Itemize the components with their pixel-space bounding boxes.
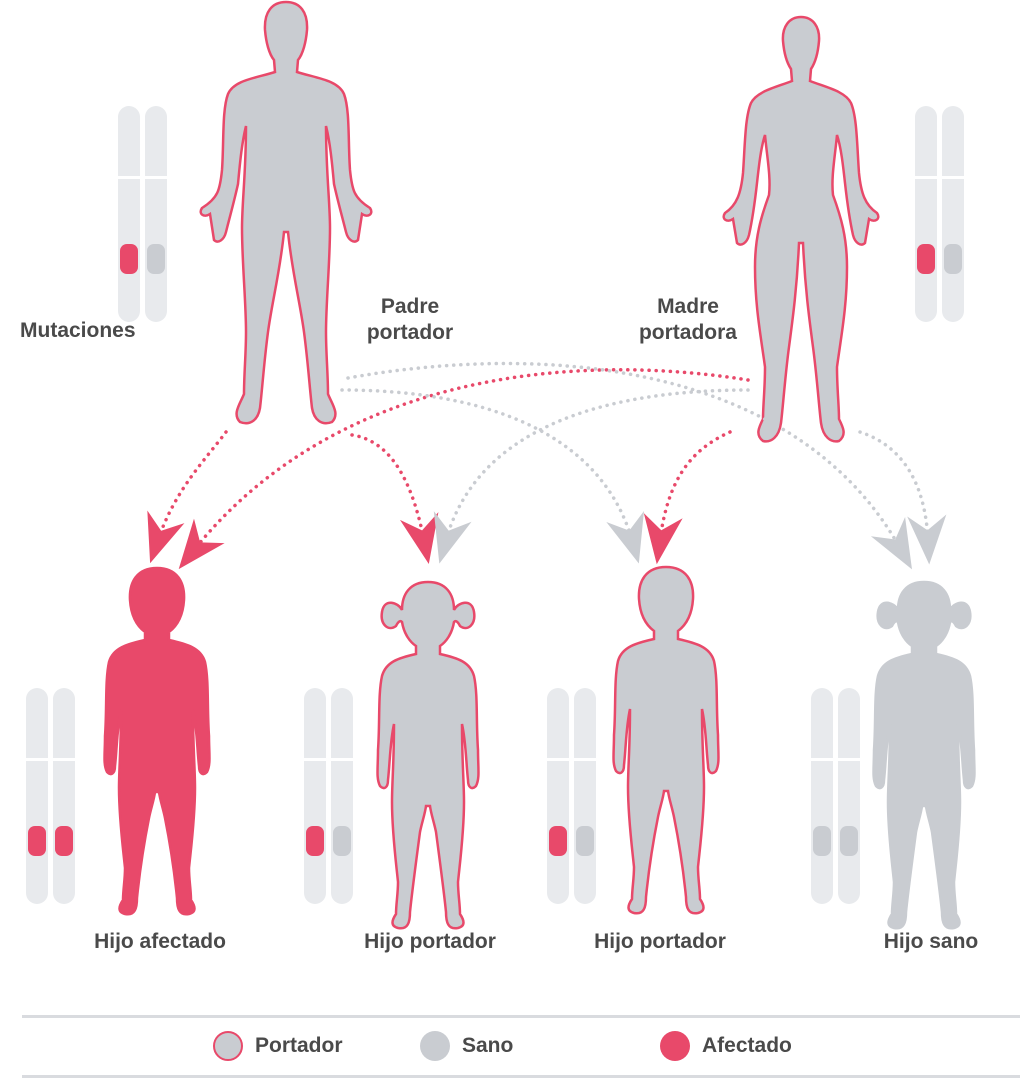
chromosome-strand <box>26 688 48 904</box>
inheritance-arrows <box>147 361 947 570</box>
healthy-allele <box>333 826 351 856</box>
centromere <box>838 758 860 761</box>
child-label-affected: Hijo afectado <box>94 930 226 953</box>
centromere <box>53 758 75 761</box>
chromosome-strand <box>574 688 596 904</box>
child-3-chromosomes <box>547 688 596 904</box>
father-chromosomes <box>118 106 167 322</box>
centromere <box>547 758 569 761</box>
legend-top-divider <box>22 1015 1020 1018</box>
mother-chromosomes <box>915 106 964 322</box>
father-figure <box>199 0 373 425</box>
chromosome-strand <box>942 106 964 322</box>
mutated-allele <box>28 826 46 856</box>
father-label: Padre portador <box>366 295 454 344</box>
mutated-allele <box>306 826 324 856</box>
affected-swatch-icon <box>660 1031 690 1061</box>
child-label-carrier-2: Hijo portador <box>594 930 726 953</box>
healthy-allele <box>944 244 962 274</box>
chromosome-strand <box>838 688 860 904</box>
arrow-mother-to-carrier-girl <box>433 388 750 564</box>
legend-affected-label: Afectado <box>702 1034 792 1057</box>
legend-healthy-label: Sano <box>462 1034 514 1057</box>
chromosome-strand <box>304 688 326 904</box>
mother-figure <box>722 15 880 443</box>
legend-healthy: Sano <box>420 1031 513 1061</box>
centromere <box>26 758 48 761</box>
centromere <box>574 758 596 761</box>
arrow-father-to-affected <box>147 430 228 564</box>
child-label-carrier-1: Hijo portador <box>364 930 496 953</box>
mutated-allele <box>549 826 567 856</box>
arrow-mother-to-affected <box>178 368 750 570</box>
legend-carrier-label: Portador <box>255 1034 343 1057</box>
centromere <box>331 758 353 761</box>
child-carrier-girl-figure <box>376 580 480 930</box>
arrow-mother-to-carrier-boy <box>643 430 732 565</box>
chromosome-strand <box>331 688 353 904</box>
healthy-swatch-icon <box>420 1031 450 1061</box>
chromosome-strand <box>915 106 937 322</box>
centromere <box>811 758 833 761</box>
centromere <box>304 758 326 761</box>
chromosome-pairs <box>26 106 964 904</box>
chromosome-strand <box>118 106 140 322</box>
arrow-mother-to-healthy <box>858 430 947 565</box>
healthy-allele <box>147 244 165 274</box>
arrow-father-to-healthy <box>346 361 913 570</box>
chromosome-strand <box>145 106 167 322</box>
healthy-allele <box>576 826 594 856</box>
child-affected-figure <box>103 566 211 916</box>
child-label-healthy: Hijo sano <box>883 930 979 953</box>
healthy-allele <box>840 826 858 856</box>
healthy-allele <box>813 826 831 856</box>
legend-bottom-divider <box>22 1075 1020 1078</box>
centromere <box>915 176 937 179</box>
chromosome-strand <box>811 688 833 904</box>
child-carrier-boy-figure <box>612 565 720 915</box>
mutations-label: Mutaciones <box>20 319 136 342</box>
child-2-chromosomes <box>304 688 353 904</box>
carrier-swatch-icon <box>213 1031 243 1061</box>
arrow-father-to-carrier-girl <box>350 433 439 565</box>
mutated-allele <box>120 244 138 274</box>
centromere <box>118 176 140 179</box>
chromosome-strand <box>53 688 75 904</box>
centromere <box>942 176 964 179</box>
centromere <box>145 176 167 179</box>
mutated-allele <box>55 826 73 856</box>
child-healthy-girl-figure <box>872 580 976 930</box>
legend-carrier: Portador <box>213 1031 343 1061</box>
chromosome-strand <box>547 688 569 904</box>
mother-label: Madre portadora <box>638 295 737 344</box>
legend-affected: Afectado <box>660 1031 792 1061</box>
child-1-chromosomes <box>26 688 75 904</box>
child-4-chromosomes <box>811 688 860 904</box>
mutated-allele <box>917 244 935 274</box>
